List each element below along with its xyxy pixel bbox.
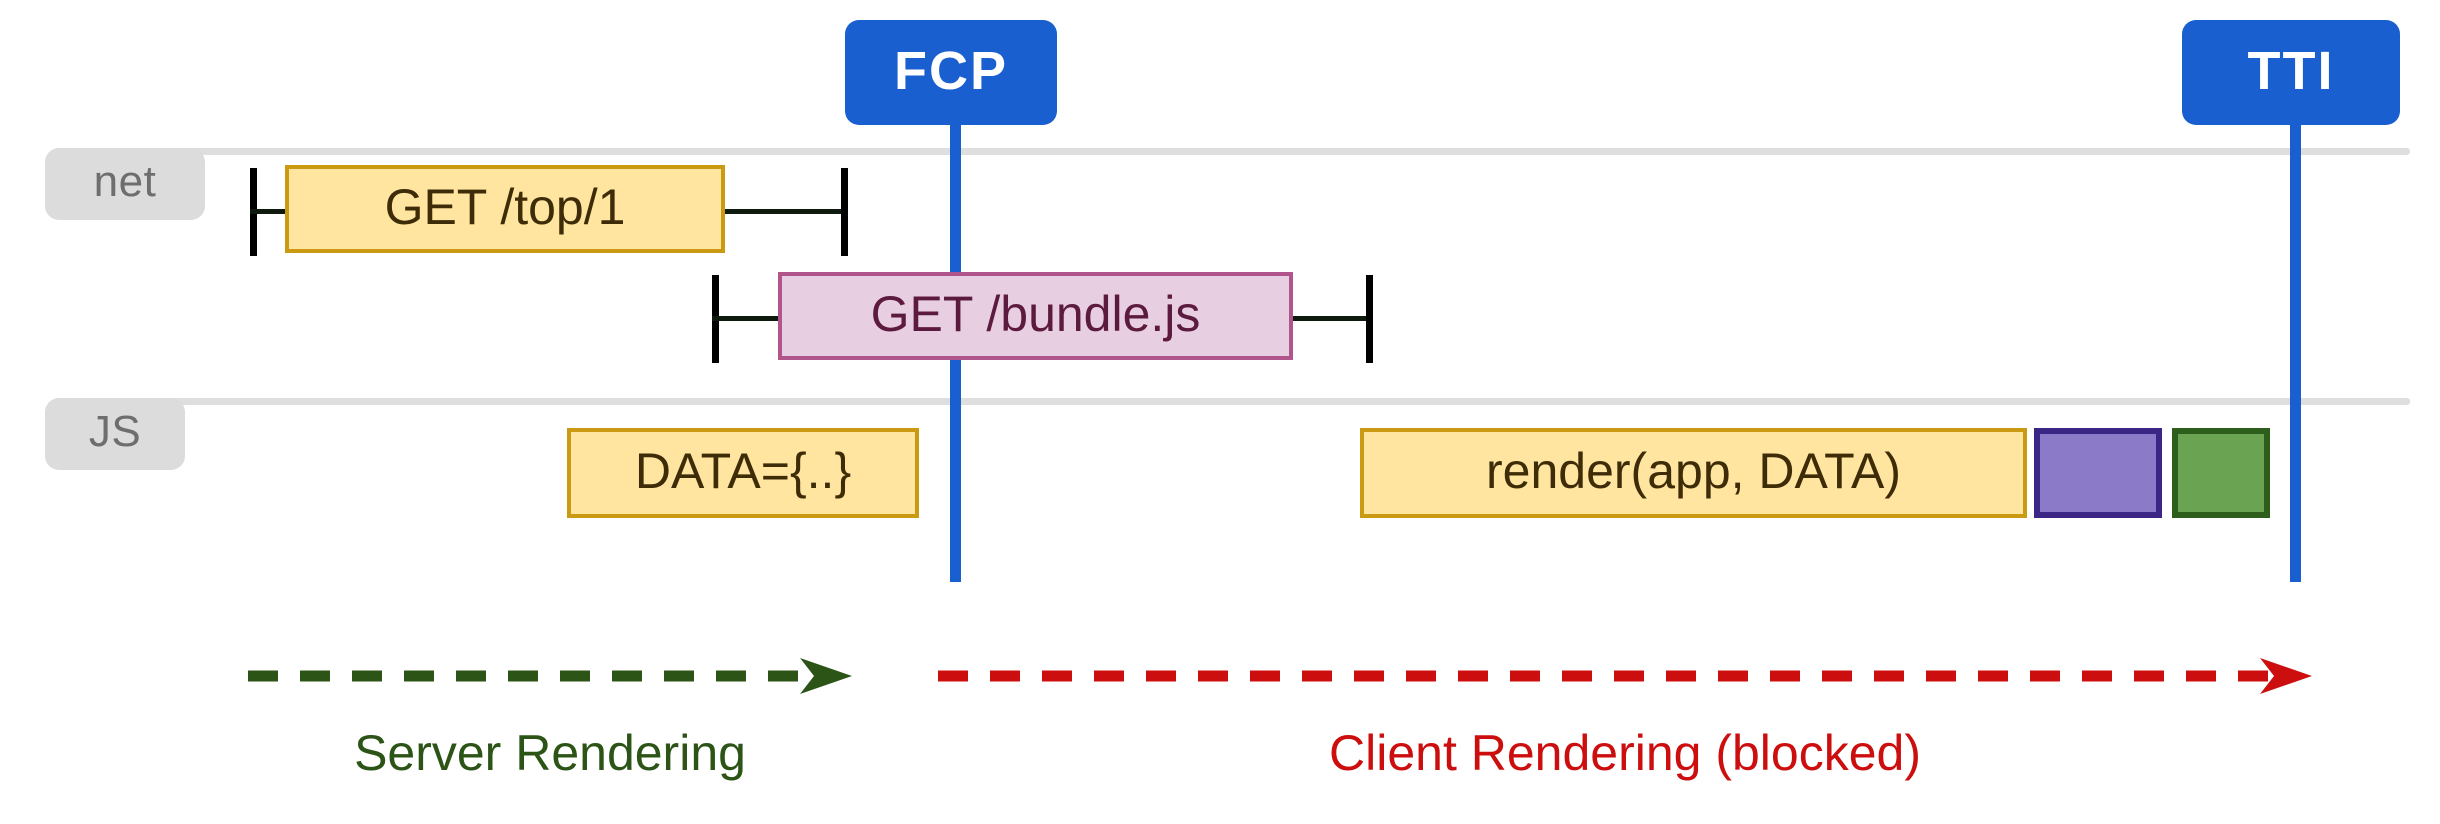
get-top-1-whisker-end-line [715,209,848,214]
client-rendering-text: Client Rendering (blocked) [1329,725,1921,781]
bar-get-top-1[interactable]: GET /top/1 [285,165,725,253]
tti-marker-badge[interactable]: TTI [2182,20,2400,125]
tti-marker-line [2290,120,2301,582]
get-bundle-js-whisker-end-tick [1366,275,1373,363]
tti-marker-label: TTI [2247,40,2335,101]
get-top-1-whisker-start-line [250,209,295,214]
get-bundle-js-whisker-start-line [712,316,784,321]
bar-get-bundle-js[interactable]: GET /bundle.js [778,272,1293,360]
lane-rule-net [60,148,2410,155]
get-top-1-whisker-end-tick [841,168,848,256]
lane-label-net: net [93,157,157,206]
bar-label-get-top-1: GET /top/1 [384,178,626,235]
bar-label-render-app-data: render(app, DATA) [1486,442,1901,499]
fcp-marker-badge[interactable]: FCP [845,20,1057,125]
get-bundle-js-whisker-end-line [1286,316,1370,321]
bar-render-app-data[interactable]: render(app, DATA) [1360,428,2027,518]
lane-rule-js [60,398,2410,405]
lane-badge-net: net [45,148,205,220]
bar-label-data-assign: DATA={..} [634,442,852,499]
server-rendering-arrow [248,658,852,694]
bar-hydrate-green[interactable] [2172,428,2270,518]
bar-data-assign[interactable]: DATA={..} [567,428,919,518]
bar-label-get-bundle-js: GET /bundle.js [870,285,1201,342]
lane-label-js: JS [88,407,142,456]
bar-hydrate-purple[interactable] [2034,428,2162,518]
client-rendering-arrow [938,658,2312,694]
server-rendering-label: Server Rendering [180,728,920,778]
client-rendering-label: Client Rendering (blocked) [930,728,2320,778]
lane-badge-js: JS [45,398,185,470]
fcp-marker-label: FCP [894,40,1008,101]
server-rendering-text: Server Rendering [354,725,746,781]
